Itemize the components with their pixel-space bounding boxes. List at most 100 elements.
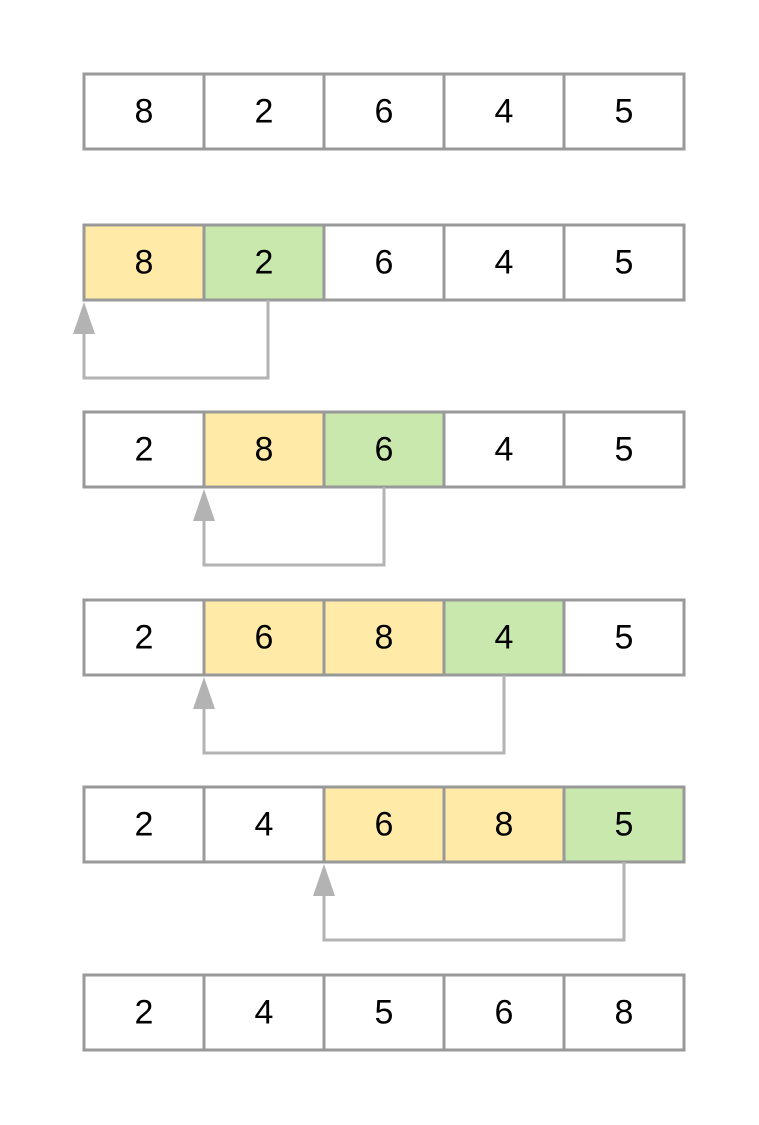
cell-box: [562, 598, 686, 677]
cell-box: [442, 598, 566, 677]
cell-value: 8: [615, 994, 634, 1032]
array-cell: 8: [82, 223, 206, 302]
arrow-head: [73, 302, 95, 334]
cell-value: 8: [135, 93, 154, 131]
cell-value: 4: [495, 93, 514, 131]
array-cell: 6: [322, 223, 446, 302]
cell-value: 6: [375, 806, 394, 844]
array-row: 2 8 6 4 5: [82, 410, 686, 489]
cell-value: 4: [255, 994, 274, 1032]
cell-box: [202, 598, 326, 677]
array-cell: 5: [562, 223, 686, 302]
array-cell: 5: [562, 410, 686, 489]
array-cell: 2: [202, 223, 326, 302]
array-cell: 5: [562, 598, 686, 677]
cell-box: [82, 973, 206, 1052]
cell-value: 8: [375, 619, 394, 657]
array-cell: 2: [82, 785, 206, 864]
array-cell: 2: [82, 410, 206, 489]
cell-value: 5: [615, 619, 634, 657]
array-cell: 2: [82, 598, 206, 677]
cell-value: 6: [375, 244, 394, 282]
cell-box: [442, 223, 566, 302]
array-cell: 8: [202, 410, 326, 489]
array-cell: 5: [562, 72, 686, 151]
cell-box: [322, 410, 446, 489]
array-cell: 5: [322, 973, 446, 1052]
array-cell: 5: [562, 785, 686, 864]
cell-value: 4: [255, 806, 274, 844]
move-arrow: [313, 862, 626, 942]
cell-box: [562, 973, 686, 1052]
arrow-line: [82, 300, 270, 380]
array-cell: 2: [82, 973, 206, 1052]
move-arrow: [193, 675, 506, 755]
array-cell: 6: [322, 410, 446, 489]
cell-value: 2: [135, 431, 154, 469]
cell-box: [202, 973, 326, 1052]
cell-value: 6: [375, 93, 394, 131]
array-cell: 8: [82, 72, 206, 151]
cell-box: [442, 973, 566, 1052]
cell-box: [442, 410, 566, 489]
cell-box: [562, 785, 686, 864]
cell-value: 2: [255, 93, 274, 131]
cell-value: 4: [495, 619, 514, 657]
move-arrows: [73, 300, 626, 942]
cell-box: [322, 223, 446, 302]
cell-box: [82, 72, 206, 151]
cell-value: 2: [135, 994, 154, 1032]
array-row: 2 4 6 8 5: [82, 785, 686, 864]
cell-value: 5: [615, 806, 634, 844]
cell-box: [202, 410, 326, 489]
cell-box: [322, 785, 446, 864]
array-row: 8 2 6 4 5: [82, 72, 686, 151]
arrow-head: [193, 489, 215, 521]
cell-value: 2: [135, 806, 154, 844]
cell-box: [322, 973, 446, 1052]
cell-box: [442, 785, 566, 864]
arrow-line: [202, 487, 386, 567]
cell-value: 5: [615, 93, 634, 131]
array-cell: 4: [202, 973, 326, 1052]
cell-box: [562, 410, 686, 489]
arrow-line: [322, 862, 626, 942]
arrow-head: [193, 677, 215, 709]
array-cell: 2: [202, 72, 326, 151]
cell-value: 2: [255, 244, 274, 282]
array-cell: 4: [442, 410, 566, 489]
array-cell: 4: [442, 598, 566, 677]
cell-value: 5: [615, 431, 634, 469]
array-cell: 6: [322, 72, 446, 151]
cell-value: 4: [495, 431, 514, 469]
arrow-line: [202, 675, 506, 755]
cell-value: 4: [495, 244, 514, 282]
array-cell: 6: [202, 598, 326, 677]
cell-box: [562, 72, 686, 151]
array-cell: 4: [202, 785, 326, 864]
cell-value: 6: [495, 994, 514, 1032]
cell-value: 5: [375, 994, 394, 1032]
cell-box: [322, 72, 446, 151]
array-cell: 6: [442, 973, 566, 1052]
move-arrow: [73, 300, 270, 380]
cell-box: [322, 598, 446, 677]
cell-value: 6: [375, 431, 394, 469]
cell-value: 2: [135, 619, 154, 657]
array-row: 2 4 5 6 8: [82, 973, 686, 1052]
move-arrow: [193, 487, 386, 567]
cell-value: 8: [135, 244, 154, 282]
cell-box: [562, 223, 686, 302]
cell-box: [202, 223, 326, 302]
arrow-head: [313, 864, 335, 896]
cell-value: 6: [255, 619, 274, 657]
array-rows: 8 2 6 4 5 8 2 6 4 5 2 8 6 4 5 2 6 8 4 5 2 4 6 8 5 2 4 5 6 8: [82, 72, 686, 1052]
cell-value: 8: [495, 806, 514, 844]
array-cell: 8: [562, 973, 686, 1052]
cell-box: [202, 72, 326, 151]
array-cell: 8: [442, 785, 566, 864]
array-cell: 4: [442, 223, 566, 302]
array-cell: 4: [442, 72, 566, 151]
